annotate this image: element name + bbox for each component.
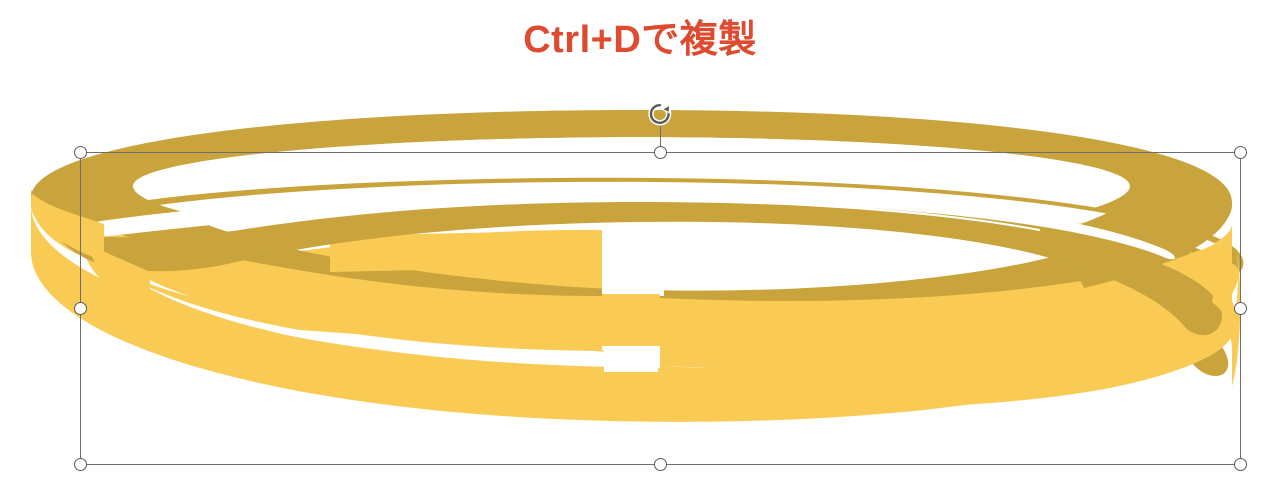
ribbon-right-rim (1232, 224, 1241, 386)
ribbon-notch-upper (602, 226, 664, 296)
ribbon-notch-lower (604, 348, 660, 372)
ribbon-second-turn-final (58, 202, 1222, 336)
ribbon-step-band-c (660, 226, 1232, 367)
ribbon-step-band-a (92, 222, 660, 351)
ribbon-step-band-b (330, 230, 602, 272)
slide-title: Ctrl+Dで複製 (523, 19, 757, 61)
ribbon-left-inner-edge (86, 238, 150, 312)
ribbon-left-thickness-final (31, 194, 104, 261)
ribbon-gap-rear (64, 184, 1176, 260)
ribbon-step-band-d (658, 286, 1232, 409)
ribbon-right-thickness-final (1212, 278, 1236, 350)
